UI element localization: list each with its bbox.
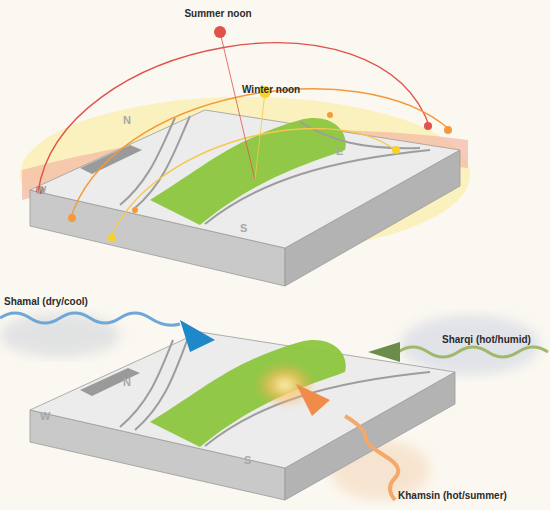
sharqi-wind <box>398 347 548 357</box>
block-top <box>30 332 455 468</box>
compass-letter: N <box>123 114 131 126</box>
compass-letter: S <box>244 454 251 466</box>
wind-label: Sharqi (hot/humid) <box>442 334 531 346</box>
block-top <box>30 110 460 248</box>
wind-label: Khamsin (hot/summer) <box>398 490 507 502</box>
compass-letter: E <box>336 145 343 157</box>
compass-letter: W <box>40 410 50 422</box>
compass-letter: S <box>240 222 247 234</box>
park <box>150 118 346 225</box>
sun-label: Summer noon <box>184 8 251 20</box>
building <box>80 145 142 174</box>
summer-arc <box>38 43 430 192</box>
compass-letter: N <box>123 376 131 388</box>
winter-arc <box>110 128 395 240</box>
shamal-wind <box>0 313 180 325</box>
sun-label: Winter noon <box>242 84 300 96</box>
compass-letter: W <box>36 184 46 196</box>
khamsin-wind <box>345 416 398 500</box>
sun-symbols <box>36 26 452 242</box>
wind-label: Shamal (dry/cool) <box>4 296 88 308</box>
equinox-arc <box>70 89 450 220</box>
